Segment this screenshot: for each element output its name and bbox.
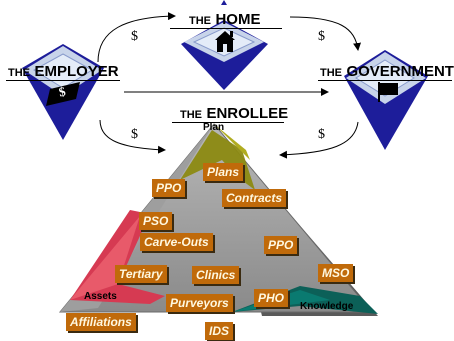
component-label-ppo: PPO xyxy=(152,179,186,197)
money-flow-label: $ xyxy=(318,29,325,44)
component-label-mso: MSO xyxy=(318,264,354,282)
home-title-rule xyxy=(170,28,282,29)
house-icon xyxy=(215,31,235,52)
component-label-clinics: Clinics xyxy=(192,266,240,284)
assets-corner-label: Assets xyxy=(84,291,117,302)
enrollee-title: THE ENROLLEE xyxy=(180,105,289,122)
component-label-ids: IDS xyxy=(205,322,234,340)
component-label-affiliations: Affiliations xyxy=(66,313,136,331)
money-icon xyxy=(46,82,80,106)
home-title: THE HOME xyxy=(189,11,261,28)
government-title-rule xyxy=(318,80,452,81)
component-label-plans: Plans xyxy=(203,163,244,181)
arrow-employer-to-home xyxy=(97,12,176,63)
employer-title-rule xyxy=(6,80,120,81)
home-node xyxy=(181,0,268,90)
component-label-pso: PSO xyxy=(139,212,173,230)
government-node xyxy=(344,50,428,150)
plan-apex-label: Plan xyxy=(203,122,225,133)
government-title: THE GOVERNMENT xyxy=(320,63,454,80)
arrow-government-to-enrollee xyxy=(279,121,359,159)
flag-icon xyxy=(378,82,398,102)
money-flow-label: $ xyxy=(318,127,325,142)
component-label-pho: PHO xyxy=(254,289,289,307)
component-label-purveyors: Purveyors xyxy=(166,294,233,312)
enrollee-pyramid xyxy=(58,123,378,316)
component-label-carve-outs: Carve-Outs xyxy=(140,233,213,251)
employer-title: THE EMPLOYER xyxy=(8,63,119,80)
money-flow-label: $ xyxy=(131,127,138,142)
arrow-employer-to-enrollee xyxy=(99,119,166,154)
enrollee-title-rule xyxy=(172,122,284,123)
component-label-ppo: PPO xyxy=(264,236,298,254)
money-flow-label: $ xyxy=(131,29,138,44)
component-label-contracts: Contracts xyxy=(222,189,287,207)
knowledge-corner-label: Knowledge xyxy=(300,301,354,312)
arrow-home-to-government xyxy=(289,16,362,51)
employer-node xyxy=(22,44,104,140)
component-label-tertiary: Tertiary xyxy=(115,265,167,283)
